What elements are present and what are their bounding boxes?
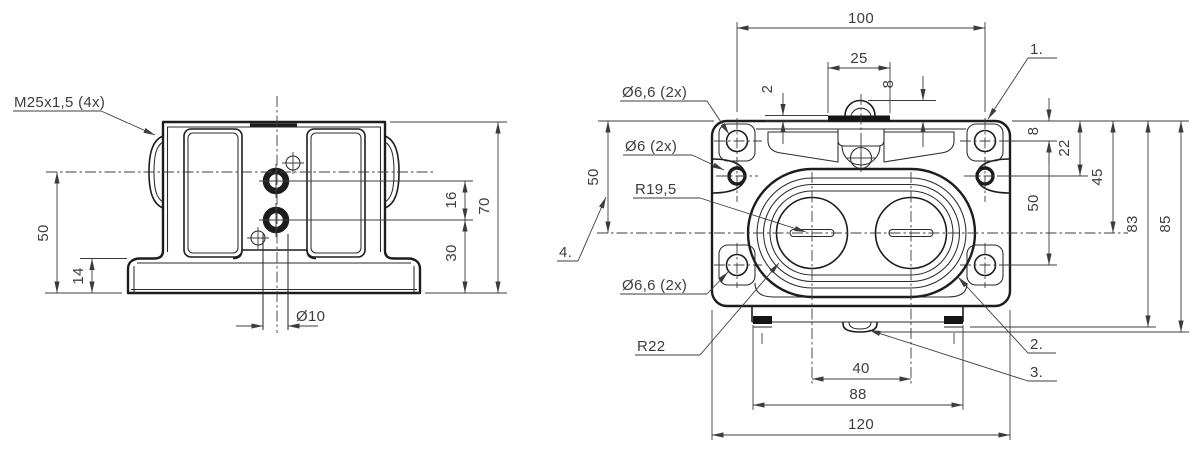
front-body-outline <box>126 120 422 295</box>
dim-2: 2 <box>759 85 776 94</box>
label-r195: R19,5 <box>635 181 677 198</box>
label-d66-top: Ø6,6 (2x) <box>622 84 687 101</box>
dim-30: 30 <box>443 244 460 261</box>
top-tab <box>828 115 890 121</box>
dim-70: 70 <box>476 197 493 214</box>
dim-8-top: 8 <box>880 80 897 89</box>
dim-50-front: 50 <box>35 224 52 241</box>
callout-3: 3. <box>1030 364 1043 381</box>
dim-8-right: 8 <box>1025 127 1042 136</box>
dim-88: 88 <box>849 386 866 403</box>
front-view: 50 14 16 30 70 Ø10 M25x1,5 (4x) <box>13 94 507 333</box>
top-view: 100 25 2 8 8 22 50 45 83 85 <box>557 10 1189 440</box>
dim-100: 100 <box>848 10 874 27</box>
front-right-panel <box>306 128 366 258</box>
callout-1: 1. <box>1030 41 1043 58</box>
dim-40: 40 <box>852 360 869 377</box>
dim-85: 85 <box>1157 215 1174 232</box>
dim-16: 16 <box>443 191 460 208</box>
dim-50-left: 50 <box>585 168 602 185</box>
dim-25: 25 <box>850 50 867 67</box>
dim-83: 83 <box>1124 215 1141 232</box>
label-r22: R22 <box>637 338 665 355</box>
dim-d10: Ø10 <box>296 308 325 325</box>
foot-right <box>944 316 963 324</box>
dim-14: 14 <box>70 267 87 284</box>
bottom-bump <box>842 322 878 333</box>
front-left-panel <box>183 128 243 258</box>
callout-4: 4. <box>559 244 572 261</box>
dim-45: 45 <box>1089 168 1106 185</box>
dim-120: 120 <box>848 416 874 433</box>
label-m25: M25x1,5 (4x) <box>14 94 105 111</box>
dim-50-right: 50 <box>1025 194 1042 211</box>
label-d66-bottom: Ø6,6 (2x) <box>622 277 687 294</box>
dome <box>844 99 876 116</box>
label-d6: Ø6 (2x) <box>625 138 677 155</box>
foot-left <box>753 316 772 324</box>
dim-22: 22 <box>1056 139 1073 156</box>
callout-2: 2. <box>1030 336 1043 353</box>
